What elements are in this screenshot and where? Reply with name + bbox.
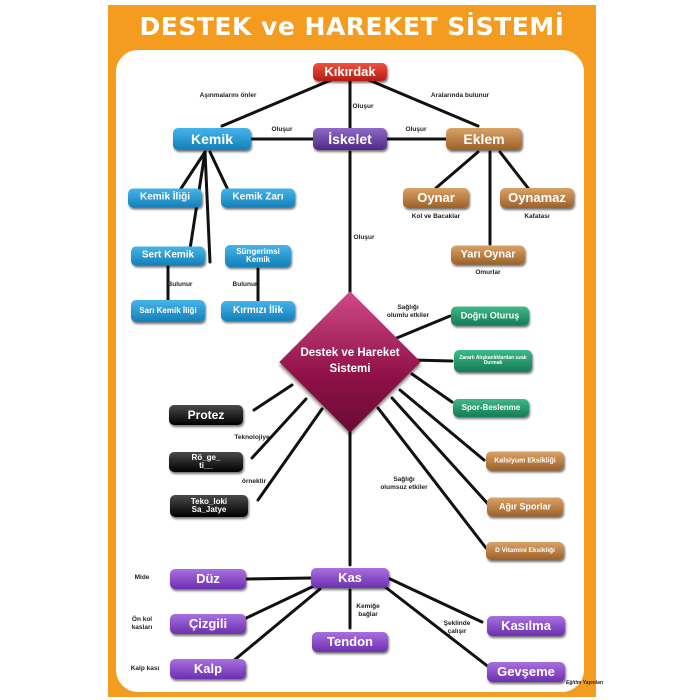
center-node: Destek ve Hareket Sistemi <box>279 291 421 433</box>
node-yari-oynar: Yarı Oynar <box>451 245 525 265</box>
label-olusur-top: Oluşur <box>352 103 374 111</box>
label-on-kol-kaslari: Ön kol kasları <box>131 616 153 631</box>
label-sagligi-olumsuz: Sağlığı olumsuz etkiler <box>380 476 428 491</box>
label-kalp-kasi: Kalp kası <box>130 665 160 673</box>
label-teknolojiye: Teknolojiye <box>234 434 270 442</box>
node-kemik-iligi: Kemik İliği <box>128 188 202 208</box>
node-d-vitamini-eksikligi: D Vitamini Eksikliği <box>486 542 564 560</box>
node-sert-kemik: Sert Kemik <box>131 246 205 266</box>
center-title-line1: Destek ve Hareket <box>300 347 400 360</box>
node-kalp: Kalp <box>170 659 246 679</box>
node-teknoloji: Teko_loki Sa_Jatye <box>170 495 248 517</box>
publisher-logo: Eğitim Yayınları <box>566 680 604 686</box>
node-duz: Düz <box>170 569 246 589</box>
label-sagligi-olumlu: Sağlığı olumlu etkiler <box>386 304 430 319</box>
node-eklem: Eklem <box>446 128 522 150</box>
node-kikirdak: Kıkırdak <box>313 63 387 81</box>
label-omurlar: Omurlar <box>475 269 501 277</box>
node-dogru-oturus: Doğru Oturuş <box>451 306 529 326</box>
node-kirmizi-ilik: Kırmızı İlik <box>221 301 295 321</box>
node-kalsiyum-eksikligi: Kalsiyum Eksikliği <box>486 451 564 471</box>
label-bulunur-right: Bulunur <box>232 281 258 289</box>
node-kemik-zari: Kemik Zarı <box>221 188 295 208</box>
node-kemik: Kemik <box>173 128 251 150</box>
node-oynar: Oynar <box>403 188 469 208</box>
label-asinmalarini-onler: Aşınmalarını önler <box>199 92 257 100</box>
node-rontgen: Rö_ge_ ti__ <box>169 452 243 472</box>
label-mide: Mide <box>134 574 150 582</box>
label-seklinde-calisir: Şeklinde çalışır <box>443 620 471 635</box>
label-olusur-left: Oluşur <box>271 126 293 134</box>
node-iskelet: İskelet <box>313 128 387 150</box>
center-title-line2: Sistemi <box>329 363 371 375</box>
node-zararli-aliskanliklardan: Zararlı Alışkanlıklardan uzak Durmak <box>454 350 532 372</box>
label-bulunur-left: Bulunur <box>167 281 193 289</box>
label-kafatasi: Kafatası <box>524 213 550 221</box>
node-kas: Kas <box>311 568 389 588</box>
node-sungerimsi-kemik: Süngerimsi Kemik <box>225 245 291 267</box>
label-aralarinda-bulunur: Aralarında bulunur <box>430 92 490 100</box>
node-oynamaz: Oynamaz <box>500 188 574 208</box>
label-olusur-middle: Oluşur <box>353 234 375 242</box>
node-gevseme: Gevşeme <box>487 662 565 682</box>
label-olusur-right: Oluşur <box>405 126 427 134</box>
node-sari-kemik-iligi: Sarı Kemik İliği <box>131 300 205 322</box>
node-tendon: Tendon <box>312 632 388 652</box>
node-protez: Protez <box>169 405 243 425</box>
label-kemige-baglar: Kemiğe bağlar <box>356 603 380 618</box>
poster-title: DESTEK ve HAREKET SİSTEMİ <box>139 12 565 41</box>
node-agir-sporlar: Ağır Sporlar <box>487 497 563 517</box>
node-cizgili: Çizgili <box>170 614 246 634</box>
node-kasilma: Kasılma <box>487 616 565 636</box>
node-spor-beslenme: Spor-Beslenme <box>453 399 529 417</box>
label-ornektir: örnektir <box>241 478 267 486</box>
label-kol-ve-bacaklar: Kol ve Bacaklar <box>411 213 461 221</box>
